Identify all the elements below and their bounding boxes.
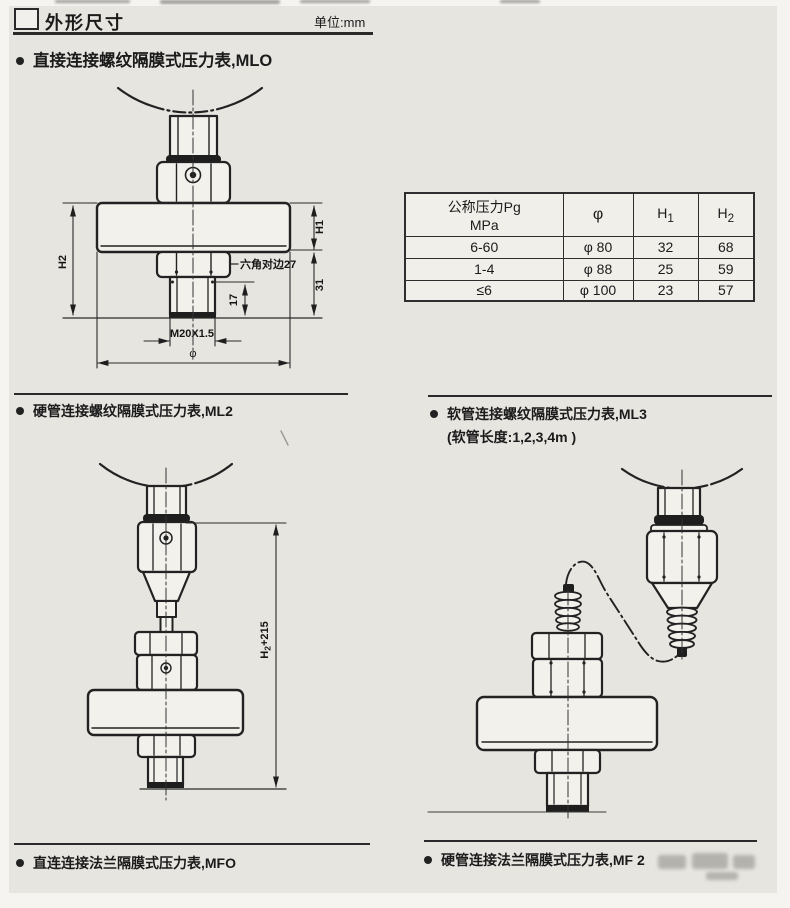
scan-edge-bottom <box>0 893 790 908</box>
table-header-phi: φ <box>562 192 634 237</box>
dim-label-h1: H1 <box>314 220 326 234</box>
section-ml3-title: 软管连接螺纹隔膜式压力表,ML3 <box>430 404 647 424</box>
section-mf2-title: 硬管连接法兰隔膜式压力表,MF 2 <box>424 850 645 870</box>
bleed-mark <box>706 872 738 880</box>
bleed-mark <box>733 855 755 869</box>
scan-edge-top <box>0 0 790 6</box>
bullet-icon <box>16 406 24 415</box>
ml0-drawing: H2 H1 31 17 六角对边27 M20X1.5 φ <box>57 86 326 369</box>
divider <box>14 393 348 395</box>
table-cell: 32 <box>632 235 699 259</box>
table-header-h2: H2 <box>697 192 755 237</box>
table-cell: 6-60 <box>404 235 564 259</box>
bullet-icon <box>424 855 432 864</box>
header-rule <box>13 32 373 35</box>
hex-note-label: 六角对边27 <box>240 257 296 271</box>
page-title: 外形尺寸 <box>45 13 125 33</box>
ml3-drawing <box>427 467 744 819</box>
scan-smudge <box>55 0 130 3</box>
scan-smudge <box>160 0 280 4</box>
bleed-mark <box>658 855 686 869</box>
section-ml2-title: 硬管连接螺纹隔膜式压力表,ML2 <box>16 401 233 421</box>
scan-smudge <box>500 0 540 3</box>
bullet-icon <box>16 56 24 65</box>
dim-label-h2: H2 <box>57 255 69 269</box>
scan-edge-left <box>0 0 9 908</box>
section-checkbox-icon <box>14 8 39 30</box>
table-cell: 57 <box>697 279 755 302</box>
scan-edge-right <box>777 0 790 908</box>
bleed-mark <box>692 853 728 869</box>
table-cell: 23 <box>632 279 699 302</box>
dim-label-17: 17 <box>228 294 240 306</box>
divider <box>424 840 757 842</box>
section-ml0-title: 直接连接螺纹隔膜式压力表,MLO <box>16 47 272 71</box>
bullet-icon <box>16 858 24 867</box>
table-cell: φ 80 <box>562 235 634 259</box>
dim-label-31: 31 <box>314 279 326 291</box>
ml2-drawing: H2+215 <box>86 430 289 801</box>
divider <box>428 395 772 397</box>
table-cell: φ 100 <box>562 279 634 302</box>
scan-smudge <box>300 0 370 3</box>
dim-label-phi: φ <box>189 348 196 360</box>
thread-label: M20X1.5 <box>170 328 214 340</box>
divider <box>14 843 370 845</box>
bullet-icon <box>430 409 438 418</box>
dim-label-h2-215: H2+215 <box>259 621 273 658</box>
unit-label: 单位:mm <box>314 15 366 30</box>
section-mf0-title: 直连连接法兰隔膜式压力表,MFO <box>16 853 236 873</box>
section-ml3-subtitle: (软管长度:1,2,3,4m ) <box>447 429 577 445</box>
